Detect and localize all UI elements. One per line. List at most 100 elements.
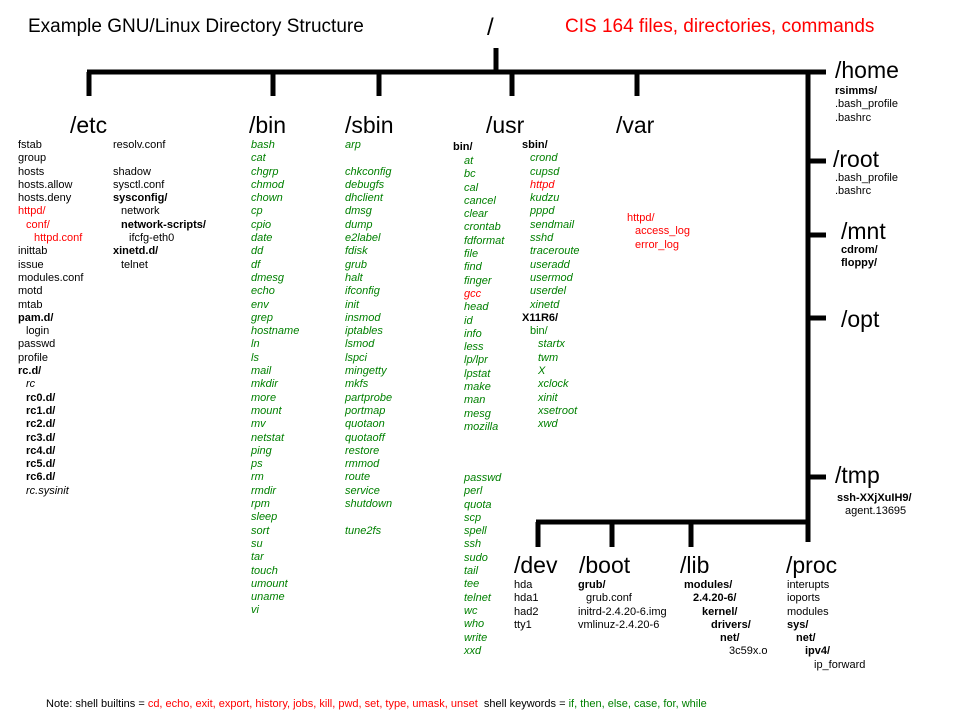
list-item: man — [464, 394, 486, 407]
list-item: partprobe — [345, 391, 393, 404]
list-item: fdisk — [345, 245, 368, 258]
list-item: sendmail — [530, 218, 575, 231]
list-item: interupts — [787, 579, 830, 591]
list-item: ioports — [787, 592, 821, 605]
root-dir-label: / — [487, 14, 494, 41]
list-item: chmod — [251, 178, 285, 191]
list-item: finger — [464, 274, 492, 287]
root-files-list: .bash_profile.bashrc — [835, 172, 898, 199]
list-item: hosts — [18, 165, 45, 178]
list-item: hda1 — [514, 592, 539, 605]
list-item: perl — [464, 485, 483, 498]
list-item: 3c59x.o — [729, 645, 768, 658]
list-item: dd — [251, 245, 264, 258]
list-item: insmod — [345, 311, 381, 324]
list-item: sysconfig/ — [113, 192, 168, 205]
list-item: lpstat — [464, 367, 491, 380]
dir-bin-label: /bin — [249, 112, 287, 138]
list-item: modules/ — [684, 579, 733, 591]
list-item: initrd-2.4.20-6.img — [578, 605, 667, 618]
dir-sbin-label: /sbin — [345, 112, 394, 138]
list-item: ifconfig — [345, 285, 380, 298]
list-item: usermod — [530, 271, 573, 284]
list-item: file — [464, 248, 479, 261]
list-item: xinetd — [530, 298, 560, 311]
list-item: cancel — [464, 194, 496, 207]
list-item: lp/lpr — [464, 354, 488, 367]
list-item: id — [464, 314, 473, 327]
list-item: rc3.d/ — [26, 431, 56, 444]
list-item: net/ — [796, 632, 816, 645]
list-item: xsetroot — [538, 404, 578, 417]
list-item: traceroute — [530, 245, 580, 258]
list-item: startx — [538, 338, 565, 351]
list-item: write — [464, 631, 488, 644]
list-item: more — [251, 391, 277, 404]
list-item: umount — [251, 577, 288, 590]
list-item: df — [251, 258, 261, 271]
list-item: lspci — [345, 351, 368, 364]
list-item: 2.4.20-6/ — [693, 592, 737, 605]
list-item: portmap — [345, 404, 386, 417]
list-item: dmsg — [345, 205, 372, 218]
list-item: service — [345, 484, 380, 497]
dir-proc-label: /proc — [786, 552, 838, 578]
list-item: issue — [18, 258, 44, 271]
list-item: rc.d/ — [18, 365, 42, 378]
list-item: e2label — [345, 232, 381, 245]
list-item: info — [464, 327, 482, 340]
list-item: debugfs — [345, 178, 385, 191]
list-item: login — [26, 325, 50, 338]
diagram-subtitle: CIS 164 files, directories, commands — [565, 16, 875, 37]
keywords-prefix: shell keywords = — [483, 698, 569, 710]
list-item: rc5.d/ — [26, 458, 56, 471]
list-item: ln — [251, 338, 260, 351]
list-item: net/ — [720, 632, 740, 645]
list-item: grub/ — [578, 579, 606, 591]
list-item: rmdir — [251, 484, 277, 497]
list-item: xinit — [538, 391, 558, 404]
diagram-title: Example GNU/Linux Directory Structure — [28, 16, 364, 37]
list-item: arp — [345, 139, 361, 151]
list-item: vi — [251, 604, 259, 617]
list-item: useradd — [530, 258, 570, 271]
dir-mnt-label: /mnt — [841, 218, 886, 244]
list-item: telnet — [464, 591, 491, 604]
list-item: sshd — [530, 232, 554, 245]
list-item: who — [464, 618, 485, 631]
list-item: xxd — [464, 644, 482, 657]
list-item: hosts.deny — [18, 192, 72, 205]
list-item: modules — [787, 605, 829, 618]
list-item: httpd/ — [627, 212, 655, 224]
list-item: X11R6/ — [522, 311, 559, 324]
list-item: group — [18, 152, 47, 165]
list-item: dmesg — [251, 271, 285, 284]
list-item: userdel — [530, 285, 567, 298]
list-item: cal — [464, 181, 479, 194]
list-item: rc6.d/ — [26, 471, 56, 484]
list-item: find — [464, 261, 482, 274]
list-item: env — [251, 298, 269, 311]
list-item: scp — [464, 511, 482, 524]
list-item: tty1 — [514, 618, 532, 631]
list-item: cupsd — [530, 165, 560, 178]
list-item: halt — [345, 271, 363, 284]
list-item: vmlinuz-2.4.20-6 — [578, 618, 660, 631]
list-item: quotaoff — [345, 431, 385, 444]
list-item: ssh — [464, 538, 482, 551]
list-item: dump — [345, 218, 373, 231]
list-item: fdformat — [464, 234, 505, 247]
list-item: .bashrc — [835, 111, 872, 124]
dir-root-label: /root — [833, 146, 880, 172]
list-item: sudo — [464, 551, 488, 564]
list-item: uname — [251, 591, 285, 604]
list-item: less — [464, 341, 484, 354]
list-item: rpm — [251, 498, 270, 511]
list-item: grub.conf — [586, 592, 632, 605]
